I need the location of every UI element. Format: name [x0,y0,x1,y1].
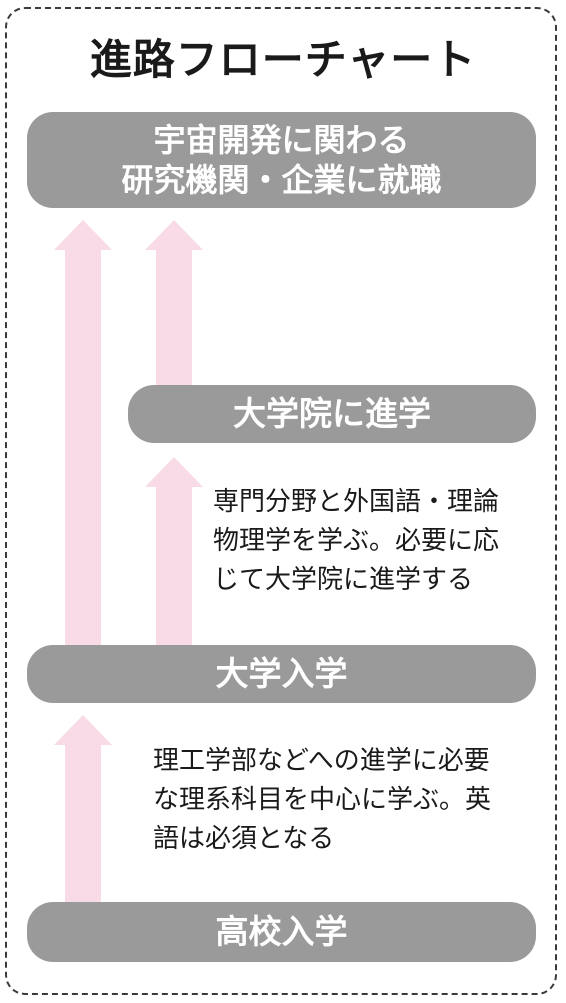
graduate-school-description-line: 物理学を学ぶ。必要に応 [213,526,500,556]
university-description-line: 語は必須となる [153,824,335,854]
arrow-university-to-grad [145,457,203,645]
career-destination-line1: 宇宙開発に関わる [153,121,410,159]
graduate-school-description: 専門分野と外国語・理論 物理学を学ぶ。必要に応 じて大学院に進学する [213,483,499,600]
career-destination-line2: 研究機関・企業に就職 [121,161,442,199]
graduate-school-description-line: 専門分野と外国語・理論 [213,487,500,517]
university-box: 大学入学 [27,645,536,703]
university-description-line: 理工学部などへの進学に必要 [153,746,490,776]
graduate-school-box: 大学院に進学 [128,385,536,443]
university-description: 理工学部などへの進学に必要 な理系科目を中心に学ぶ。英 語は必須となる [153,742,491,859]
career-destination-box: 宇宙開発に関わる 研究機関・企業に就職 [27,112,536,208]
graduate-school-description-line: じて大学院に進学する [213,565,474,595]
arrow-grad-to-career [145,220,203,385]
university-description-line: な理系科目を中心に学ぶ。英 [153,785,492,815]
high-school-box: 高校入学 [27,902,536,962]
page-title: 進路フローチャート [89,35,477,84]
arrow-university-to-career [54,220,112,645]
dashed-frame [5,7,557,995]
arrow-highschool-to-university [54,715,112,902]
